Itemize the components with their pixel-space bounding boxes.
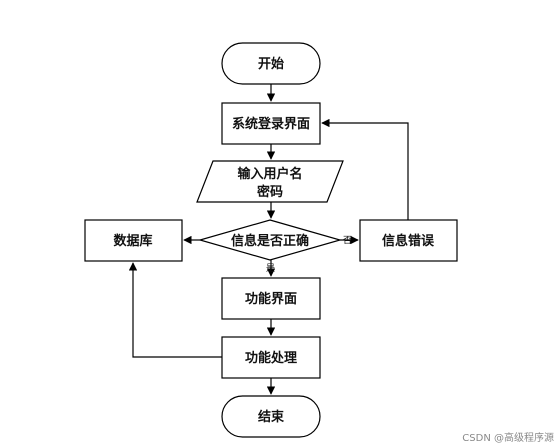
error-label: 信息错误 [382, 233, 435, 249]
database-box: 数据库 [84, 219, 183, 262]
function-process-box: 功能处理 [221, 336, 321, 379]
start-label: 开始 [258, 56, 284, 72]
start-terminator: 开始 [221, 42, 321, 85]
end-terminator: 结束 [221, 395, 321, 438]
edge-label-yes: 是 [266, 263, 275, 274]
arrow-process-to-database [128, 262, 222, 358]
function-process-label: 功能处理 [245, 350, 297, 366]
decision-label: 信息是否正确 [231, 233, 309, 249]
watermark-text: CSDN @高级程序源 [462, 431, 554, 444]
database-label: 数据库 [113, 233, 152, 249]
login-page-label: 系统登录界面 [232, 116, 310, 132]
input-credentials-parallelogram: 输入用户名 密码 [196, 160, 344, 203]
arrow-error-to-login [321, 118, 409, 220]
input-label-line2: 密码 [256, 184, 283, 200]
end-label: 结束 [258, 409, 285, 425]
edge-label-no: 否 [343, 235, 352, 246]
login-page-box: 系统登录界面 [221, 102, 321, 145]
error-box: 信息错误 [359, 219, 458, 262]
function-ui-box: 功能界面 [221, 277, 321, 320]
input-label-line1: 输入用户名 [237, 166, 302, 182]
decision-diamond: 信息是否正确 [197, 219, 343, 261]
function-ui-label: 功能界面 [245, 291, 297, 307]
